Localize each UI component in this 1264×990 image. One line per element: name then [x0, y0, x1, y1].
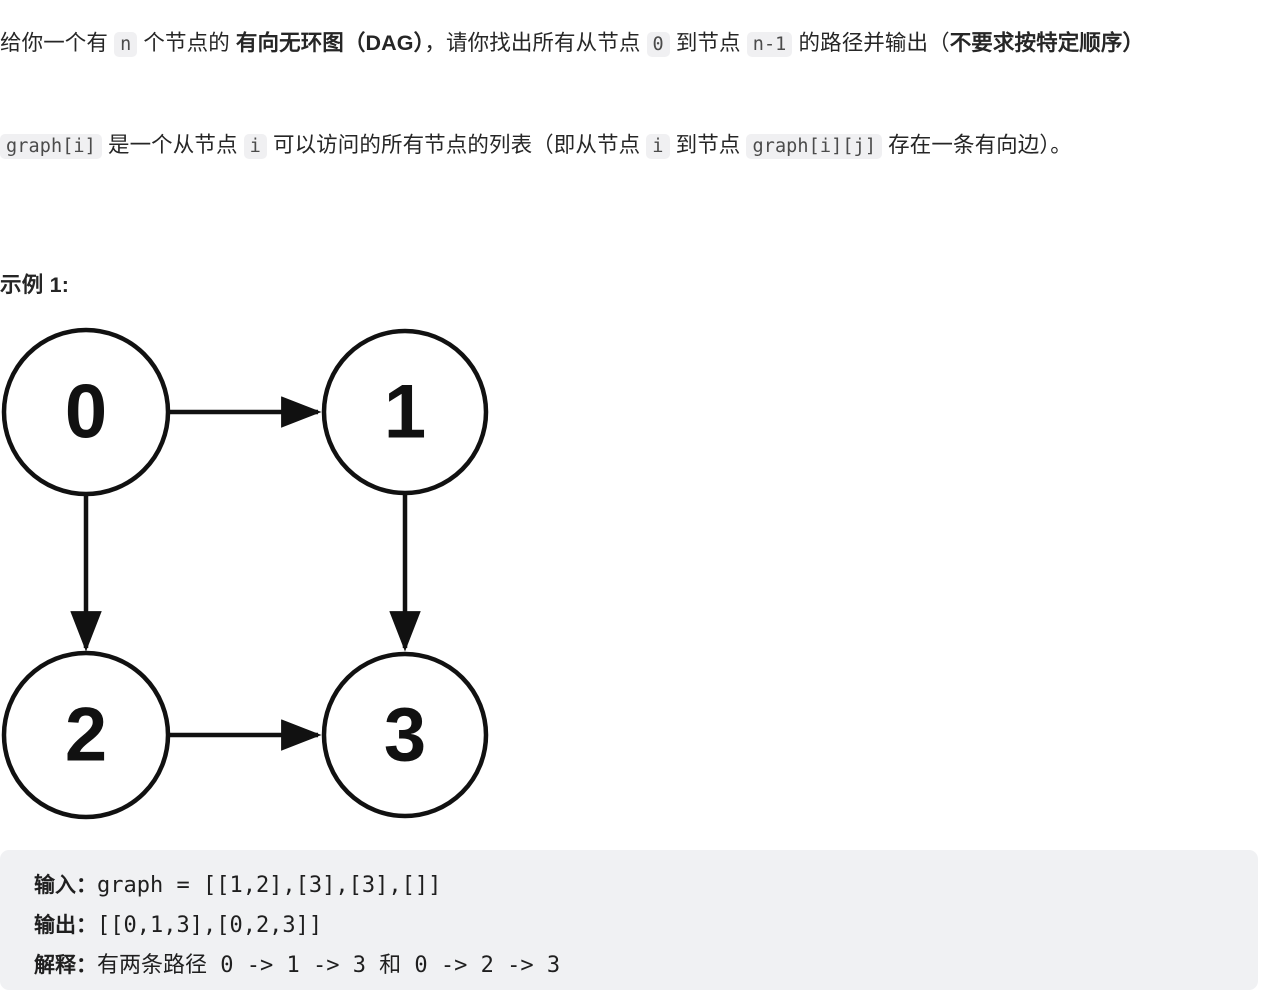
- code-line-output: 输出：[[0,1,3],[0,2,3]]: [0, 906, 1258, 946]
- code-line-input: 输入：graph = [[1,2],[3],[3],[]]: [0, 866, 1258, 906]
- dag-edges: [70, 396, 421, 751]
- dag-node-1: 1: [321, 328, 489, 496]
- graph-text-1: 是一个从节点: [101, 132, 244, 157]
- dag-node-0-label: 0: [65, 370, 107, 455]
- dag-node-3-label: 3: [384, 693, 426, 778]
- intro-text-2: 个节点的: [137, 30, 236, 55]
- inline-code-i-2: i: [646, 133, 670, 159]
- output-label: 输出：: [34, 914, 97, 937]
- inline-code-graph-i-j: graph[i][j]: [746, 133, 883, 159]
- explanation-label: 解释：: [34, 954, 97, 977]
- intro-bold-dag: 有向无环图（DAG）: [235, 30, 425, 55]
- dag-node-2: 2: [1, 650, 171, 820]
- example-1-code-block: 输入：graph = [[1,2],[3],[3],[]] 输出：[[0,1,3…: [0, 850, 1258, 990]
- dag-node-3: 3: [321, 651, 489, 819]
- intro-text-1: 给你一个有: [0, 30, 115, 55]
- intro-text-4: 到节点: [669, 30, 747, 55]
- graph-description-paragraph: graph[i] 是一个从节点 i 可以访问的所有节点的列表（即从节点 i 到节…: [0, 126, 1262, 166]
- explanation-value: 有两条路径 0 -> 1 -> 3 和 0 -> 2 -> 3: [97, 953, 561, 978]
- dag-node-2-label: 2: [65, 693, 107, 778]
- intro-text-3: ，请你找出所有从节点: [424, 30, 647, 55]
- dag-node-0: 0: [1, 327, 171, 497]
- inline-code-n: n: [114, 31, 138, 57]
- inline-code-graph-i: graph[i]: [0, 133, 102, 159]
- inline-code-n-minus-1: n-1: [746, 31, 793, 57]
- inline-code-zero: 0: [646, 31, 670, 57]
- dag-svg: 0 1 2 3: [1, 327, 489, 820]
- input-value: graph = [[1,2],[3],[3],[]]: [97, 873, 442, 898]
- input-label: 输入：: [34, 874, 97, 897]
- dag-node-1-label: 1: [384, 370, 426, 455]
- graph-text-2: 可以访问的所有节点的列表（即从节点: [266, 132, 647, 157]
- graph-text-4: 存在一条有向边）。: [882, 132, 1072, 157]
- graph-text-3: 到节点: [669, 132, 747, 157]
- inline-code-i: i: [243, 133, 267, 159]
- example-1-heading: 示例 1:: [0, 273, 70, 297]
- output-value: [[0,1,3],[0,2,3]]: [97, 913, 323, 938]
- intro-text-5: 的路径并输出（: [792, 30, 950, 55]
- dag-example-figure: 0 1 2 3: [0, 326, 500, 826]
- intro-bold-tail: 不要求按特定顺序: [949, 30, 1123, 55]
- code-line-explanation: 解释：有两条路径 0 -> 1 -> 3 和 0 -> 2 -> 3: [0, 946, 1258, 986]
- intro-text-6: ）: [1122, 30, 1145, 55]
- problem-intro-paragraph: 给你一个有 n 个节点的 有向无环图（DAG），请你找出所有从节点 0 到节点 …: [0, 24, 1262, 64]
- dag-nodes: 0 1 2 3: [1, 327, 489, 820]
